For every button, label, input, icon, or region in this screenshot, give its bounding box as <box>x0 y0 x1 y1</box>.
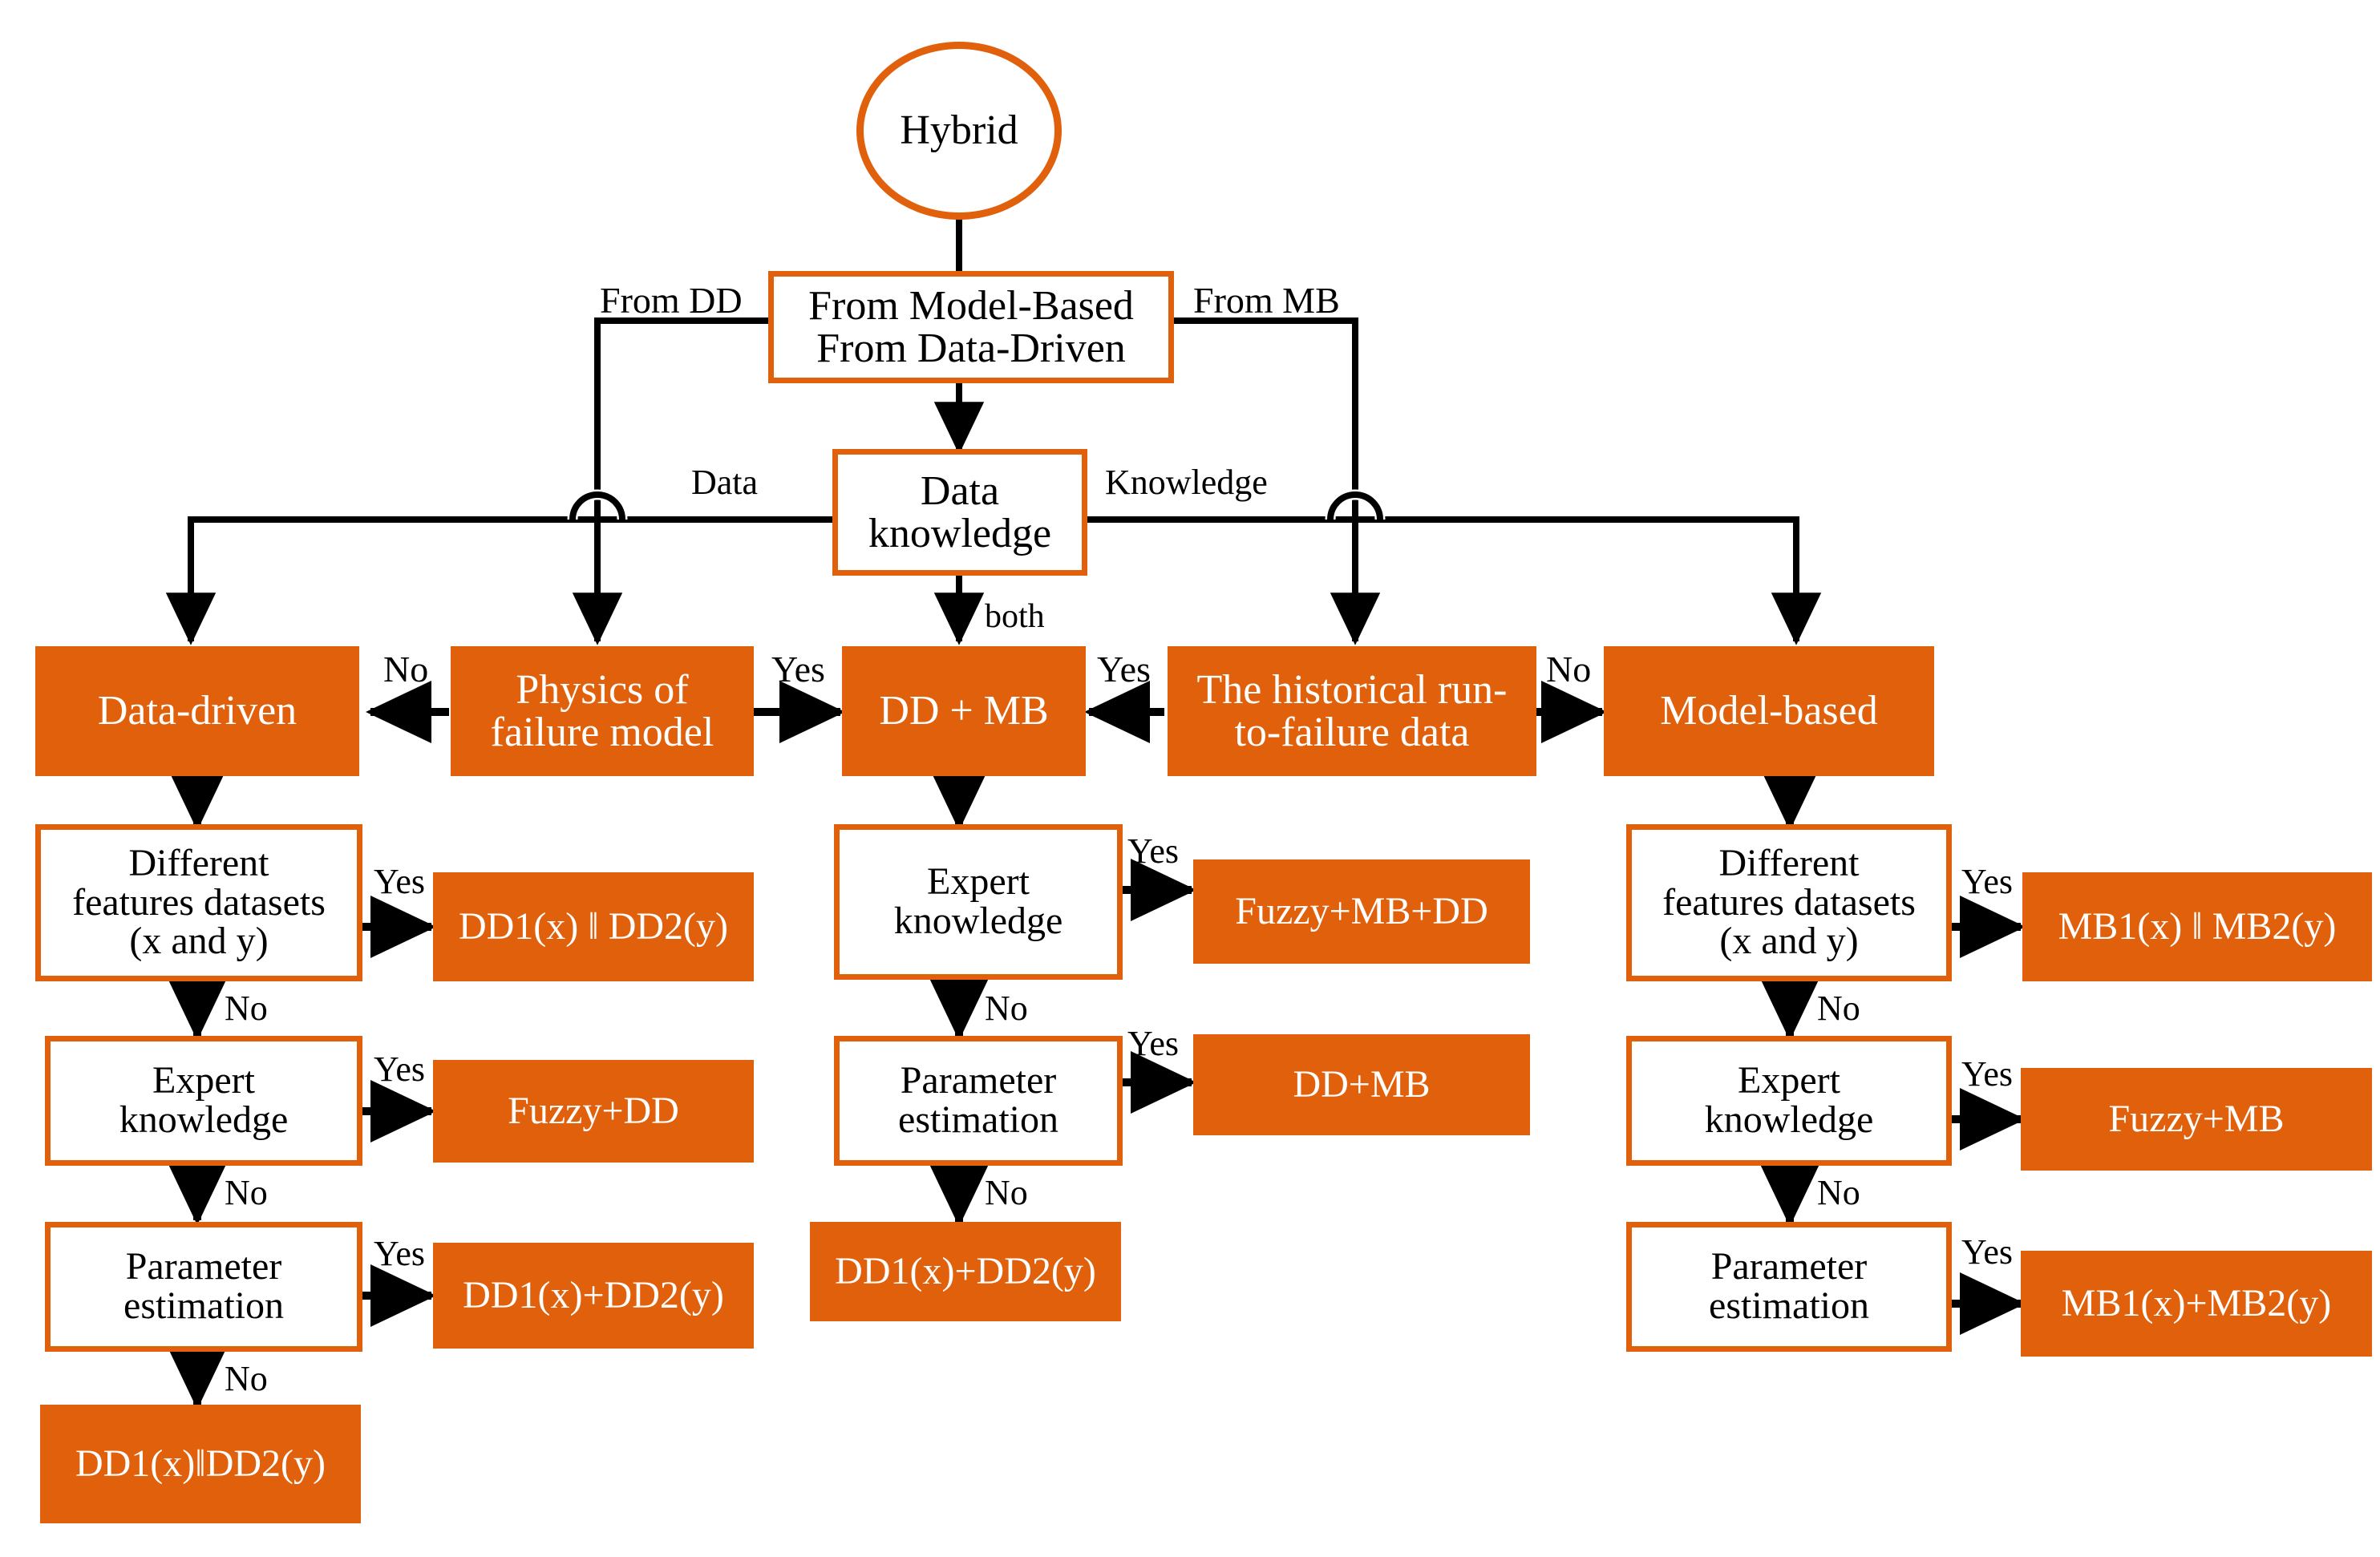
edge-label-dd-param-yes: Yes <box>374 1234 426 1273</box>
node-mb-expert-knowledge[interactable]: Expert knowledge <box>1626 1036 1952 1166</box>
edge-label-from-mb: From MB <box>1193 280 1340 321</box>
node-model-based[interactable]: Model-based <box>1604 646 1934 776</box>
edge-label-hist-no: No <box>1546 649 1592 690</box>
node-mb1-or-mb2[interactable]: MB1(x) ‖ MB2(y) <box>2022 872 2372 981</box>
edge-label-mb-expert-yes: Yes <box>1961 1054 2014 1094</box>
node-mb-different-features-datasets[interactable]: Different features datasets (x and y) <box>1626 824 1952 981</box>
edge-label-dd-features-yes: Yes <box>374 862 426 901</box>
node-mid-parameter-estimation[interactable]: Parameter estimation <box>834 1036 1123 1166</box>
node-dd-plus-mb-outcome[interactable]: DD+MB <box>1193 1034 1530 1135</box>
node-historical-run-to-failure-data[interactable]: The historical run- to-failure data <box>1168 646 1536 776</box>
edge-label-pof-yes: Yes <box>771 649 825 690</box>
edge-label-mid-expert-yes: Yes <box>1127 831 1180 871</box>
node-source-model-based-data-driven[interactable]: From Model-Based From Data-Driven <box>768 271 1174 383</box>
node-fuzzy-mb[interactable]: Fuzzy+MB <box>2021 1068 2372 1171</box>
edge-label-dd-param-no: No <box>225 1359 268 1398</box>
edge-label-knowledge: Knowledge <box>1105 463 1268 502</box>
node-mb-parameter-estimation[interactable]: Parameter estimation <box>1626 1222 1952 1352</box>
edge-label-mid-param-yes: Yes <box>1127 1024 1180 1063</box>
edge-label-dd-features-no: No <box>225 989 268 1028</box>
node-fuzzy-dd[interactable]: Fuzzy+DD <box>433 1060 754 1163</box>
edge-label-mb-features-no: No <box>1817 989 1860 1028</box>
edge-label-from-dd: From DD <box>600 280 743 321</box>
node-dd-expert-knowledge[interactable]: Expert knowledge <box>45 1036 362 1166</box>
edge-label-dd-expert-no: No <box>225 1173 268 1212</box>
edge-label-mb-features-yes: Yes <box>1961 862 2014 901</box>
node-dd-plus-mb[interactable]: DD + MB <box>842 646 1086 776</box>
node-mid-expert-knowledge[interactable]: Expert knowledge <box>834 824 1123 980</box>
edge-label-hist-yes: Yes <box>1097 649 1151 690</box>
edge-label-mid-expert-no: No <box>985 989 1028 1028</box>
edge-label-mid-param-no: No <box>985 1173 1028 1212</box>
node-mb1-plus-mb2[interactable]: MB1(x)+MB2(y) <box>2021 1251 2372 1357</box>
edge-label-data: Data <box>691 463 759 502</box>
node-hybrid[interactable]: Hybrid <box>856 42 1062 220</box>
wire-data-branch <box>165 516 834 645</box>
edge-label-dd-expert-yes: Yes <box>374 1049 426 1089</box>
edge-label-pof-no: No <box>383 649 429 690</box>
node-physics-of-failure-model[interactable]: Physics of failure model <box>451 646 754 776</box>
edge-label-mb-expert-no: No <box>1817 1173 1860 1212</box>
node-data-knowledge[interactable]: Data knowledge <box>832 449 1087 576</box>
node-dd1-or-dd2-a[interactable]: DD1(x) ‖ DD2(y) <box>433 872 754 981</box>
node-fuzzy-mb-dd[interactable]: Fuzzy+MB+DD <box>1193 859 1530 964</box>
node-dd1-plus-dd2[interactable]: DD1(x)+DD2(y) <box>433 1243 754 1349</box>
node-dd-parameter-estimation[interactable]: Parameter estimation <box>45 1222 362 1352</box>
node-data-driven[interactable]: Data-driven <box>35 646 359 776</box>
node-dd1-or-dd2-b[interactable]: DD1(x)‖DD2(y) <box>40 1405 361 1523</box>
node-dd-different-features-datasets[interactable]: Different features datasets (x and y) <box>35 824 362 981</box>
edge-label-mb-param-yes: Yes <box>1961 1232 2014 1272</box>
node-mid-dd1-plus-dd2[interactable]: DD1(x)+DD2(y) <box>810 1222 1121 1321</box>
edge-label-both: both <box>985 598 1045 635</box>
wire-knowledge-branch <box>1086 516 1822 645</box>
